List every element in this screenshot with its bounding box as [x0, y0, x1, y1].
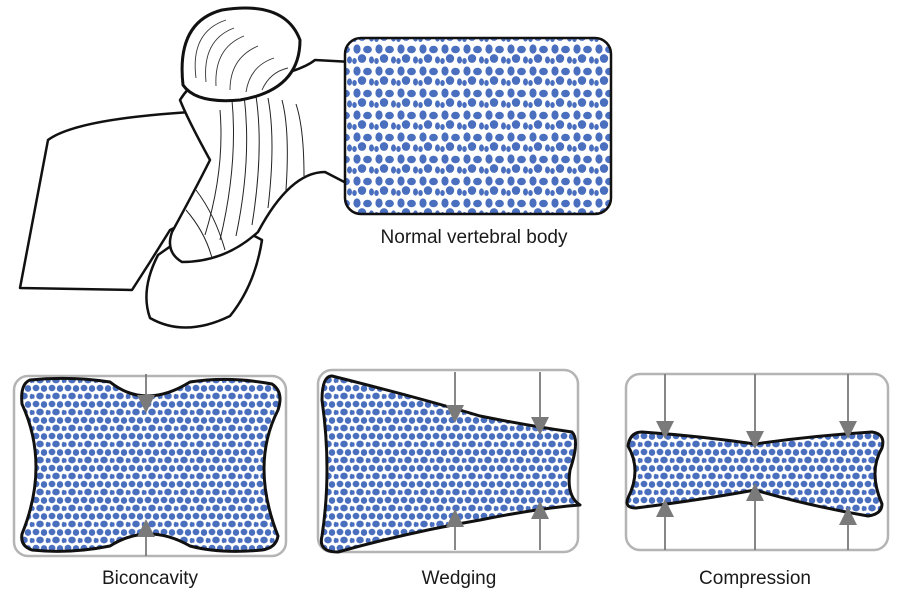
wedging-deformed-body	[321, 376, 580, 552]
wedging-label: Wedging	[422, 568, 497, 590]
normal-vertebral-body	[345, 38, 611, 214]
normal-vertebra	[20, 8, 611, 328]
biconcavity-label: Biconcavity	[102, 568, 198, 590]
biconcavity-vertebra	[14, 374, 286, 556]
wedging-vertebra	[318, 370, 580, 552]
normal-vertebral-body-label: Normal vertebral body	[381, 227, 568, 249]
compression-vertebra	[626, 374, 888, 550]
biconcavity-deformed-body	[22, 378, 280, 551]
compression-label: Compression	[699, 568, 811, 590]
